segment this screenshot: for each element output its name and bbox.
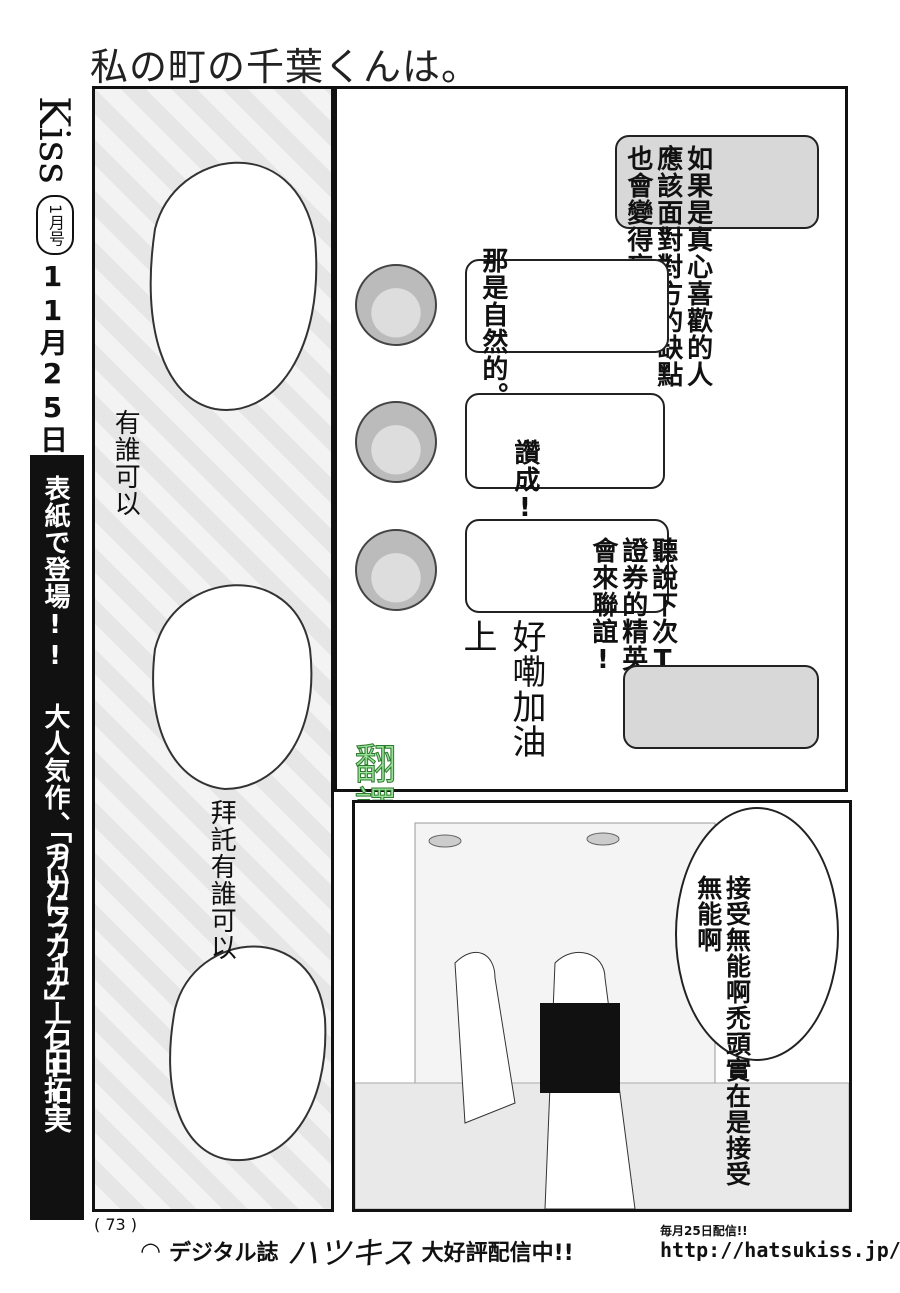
schedule: 毎月25日配信!!: [660, 1224, 748, 1238]
dialogue-reply-2: 讚成!: [509, 439, 540, 524]
dialogue-complaint: 接受無能啊禿頭實在是接受無能啊: [693, 875, 752, 1187]
panel-top-right: 如果是真心喜歡的人應該面對對方的缺點也會變得盲目… 那是自然的。 讚成! 聽說下…: [334, 86, 848, 792]
faces-illustration: [149, 161, 327, 1162]
cover-line: 表紙で登場!! 大人気作、ついにフィナーレ!!: [40, 475, 70, 1116]
narration-2: 拜託有誰可以: [206, 799, 237, 961]
footer-ad: ◠ デジタル誌 ハツキス 大好評配信中!!: [140, 1228, 574, 1274]
page-number: ( 73 ): [94, 1215, 138, 1234]
wifi-icon: ◠: [140, 1237, 161, 1265]
narration-cheer: 好嘞加油上: [457, 619, 546, 759]
narration-1: 有誰可以: [110, 409, 141, 517]
speech-bubble-shaded: [623, 665, 819, 749]
panel-bottom-right: 接受無能啊禿頭實在是接受無能啊: [352, 800, 852, 1212]
magazine-logo: Kiss: [30, 96, 79, 184]
slogan: 大好評配信中!!: [421, 1241, 574, 1266]
dialogue-reply-3: 聽說下次T證券的精英會來聯誼!: [587, 537, 678, 676]
dialogue-reply-1: 那是自然的。: [477, 247, 508, 409]
speech-bubble-main: [615, 135, 819, 229]
character-head-3: [355, 529, 437, 611]
speech-bubble-reply-3: [465, 519, 669, 613]
featured-work: 「カカフカカ」石田拓実: [40, 815, 73, 1134]
site-url[interactable]: http://hatsukiss.jp/: [660, 1238, 900, 1262]
panel-left: 有誰可以 拜託有誰可以: [92, 86, 334, 1212]
speech-bubble-complaint: [675, 807, 839, 1061]
character-head-1: [355, 264, 437, 346]
speech-bubble-reply-2: [465, 393, 665, 489]
character-head-2: [355, 401, 437, 483]
issue-badge: 1月号: [36, 195, 74, 255]
restroom-scene: [355, 822, 849, 1209]
page-title: 私の町の千葉くんは。: [90, 45, 481, 89]
digital-label: デジタル誌: [168, 1241, 279, 1266]
promo-bar: 表紙で登場!! 大人気作、ついにフィナーレ!! 「カカフカカ」石田拓実: [30, 455, 84, 1220]
brand-logo: ハツキス: [286, 1234, 414, 1272]
speech-bubble-reply-1: [465, 259, 669, 353]
